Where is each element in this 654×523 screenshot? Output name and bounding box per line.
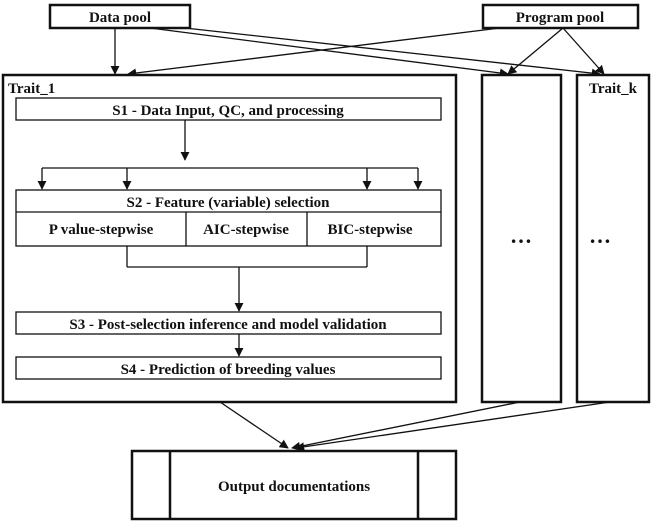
data-pool-label: Data pool (89, 10, 151, 26)
s1-to-s2-connector (37, 120, 423, 190)
s1-box (15, 97, 442, 121)
trait1-label: Trait_1 (8, 81, 55, 97)
arrow-traitk-to-output (295, 401, 611, 452)
s4-box (15, 356, 442, 380)
traitk-label: Trait_k (589, 81, 638, 97)
method-aic: AIC-stepwise (203, 222, 289, 238)
arrow-traitmid-to-output (291, 401, 521, 451)
arrow-program-to-trait1 (127, 27, 501, 78)
method-bic: BIC-stepwise (328, 222, 413, 238)
arrow-trait1-to-output (219, 401, 289, 449)
pool-connectors (110, 27, 605, 78)
data-pool-box (48, 3, 192, 30)
s3-box (15, 311, 442, 335)
s2-box (15, 189, 442, 247)
output-connectors (219, 401, 611, 452)
s3-label: S3 - Post-selection inference and model … (69, 317, 387, 333)
trait-mid-ellipsis: … (510, 223, 532, 248)
s4-label: S4 - Prediction of breeding values (121, 362, 336, 378)
output-box (130, 449, 458, 521)
s1-label: S1 - Data Input, QC, and processing (112, 103, 344, 119)
s2-to-s3-connector (126, 246, 368, 312)
output-label: Output documentations (218, 479, 370, 495)
s2-label: S2 - Feature (variable) selection (126, 195, 330, 211)
arrow-data-to-traitk (184, 27, 601, 78)
traitk-box (575, 73, 651, 404)
trait-k-ellipsis: … (589, 223, 611, 248)
trait-mid-box (480, 73, 563, 404)
arrow-program-to-traitmid (507, 27, 564, 75)
program-pool-label: Program pool (516, 10, 604, 26)
arrow-program-to-traitk (562, 27, 605, 75)
arrow-data-to-traitmid (149, 27, 509, 78)
program-pool-box (481, 3, 640, 30)
method-p-value: P value-stepwise (49, 222, 154, 238)
